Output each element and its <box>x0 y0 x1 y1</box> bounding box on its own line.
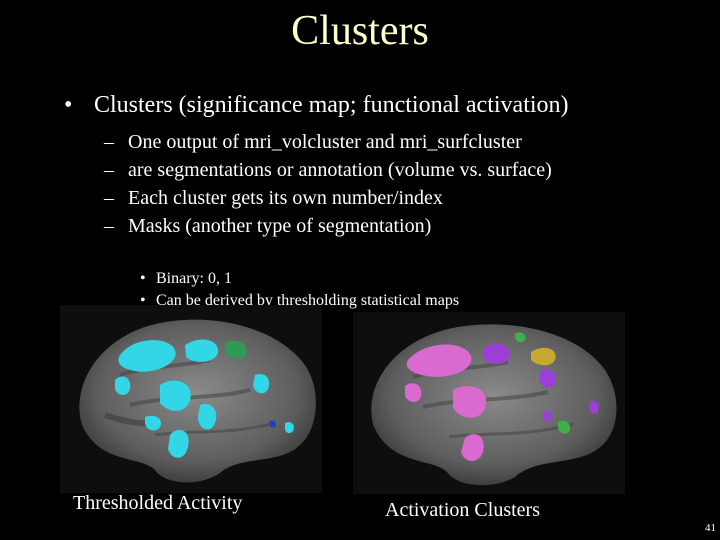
brain-surface-thresholded <box>79 319 316 483</box>
caption-activation-clusters: Activation Clusters <box>385 499 540 521</box>
dash-marker: – <box>104 159 114 181</box>
sub-sub-bullet: • Binary: 0, 1 <box>140 268 459 290</box>
main-bullet: • Clusters (significance map; functional … <box>64 90 569 120</box>
sub-bullet: –One output of mri_volcluster and mri_su… <box>104 128 552 156</box>
dot-marker: • <box>140 270 146 287</box>
sub-bullet-text: Each cluster gets its own number/index <box>128 187 443 209</box>
pink-clusters <box>405 344 487 461</box>
page-number: 41 <box>705 522 716 534</box>
purple-clusters <box>483 343 599 422</box>
activation-clusters-image <box>353 312 625 494</box>
sub-bullet: –are segmentations or annotation (volume… <box>104 156 552 184</box>
yellow-cluster <box>531 347 556 366</box>
dash-marker: – <box>104 215 114 237</box>
activation-blobs <box>115 339 294 458</box>
sub-sub-bullet-list: • Binary: 0, 1 • Can be derived by thresho… <box>140 268 459 312</box>
brain-surface-clusters <box>371 324 617 486</box>
sub-bullet-text: are segmentations or annotation (volume … <box>128 159 552 181</box>
green-blob <box>225 340 247 359</box>
green-cluster-top <box>515 332 526 343</box>
caption-thresholded-activity: Thresholded Activity <box>73 492 243 514</box>
sub-sub-bullet: • Can be derived by thresholding statisti… <box>140 290 459 312</box>
main-bullet-text: Clusters (significance map; functional a… <box>94 92 569 118</box>
dash-marker: – <box>104 131 114 153</box>
sub-bullet-text: Masks (another type of segmentation) <box>128 215 432 237</box>
sub-sub-bullet-text: Binary: 0, 1 <box>156 270 232 287</box>
sub-bullet-list: –One output of mri_volcluster and mri_su… <box>104 128 552 240</box>
thresholded-activity-image <box>60 305 322 493</box>
dash-marker: – <box>104 187 114 209</box>
slide-title: Clusters <box>291 8 429 54</box>
sub-bullet-text: One output of mri_volcluster and mri_sur… <box>128 131 522 153</box>
bullet-marker: • <box>64 92 73 118</box>
sub-sub-bullet-text: Can be derived by thresholding statistic… <box>156 292 460 309</box>
green-cluster <box>557 420 571 434</box>
dot-marker: • <box>140 292 146 309</box>
blue-dot <box>269 420 277 428</box>
sub-bullet: –Masks (another type of segmentation) <box>104 212 552 240</box>
sub-bullet: –Each cluster gets its own number/index <box>104 184 552 212</box>
